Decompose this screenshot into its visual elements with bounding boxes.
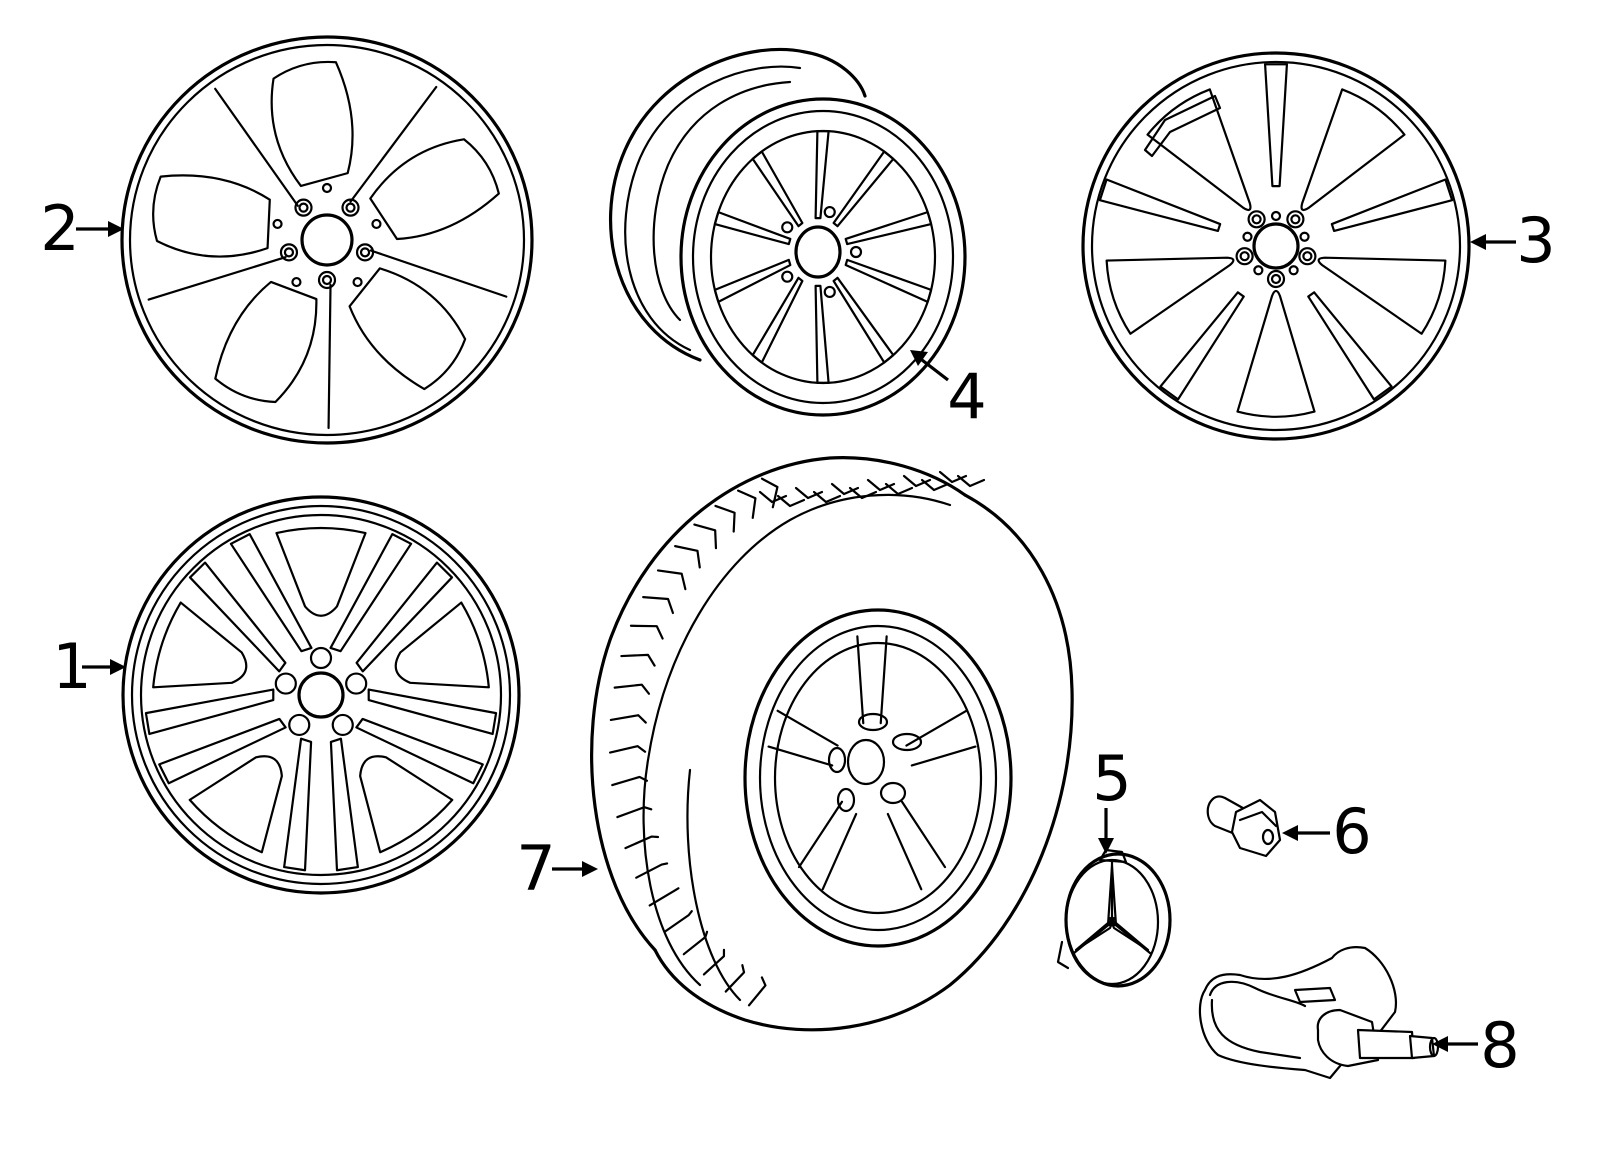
wheel-part-2: [120, 35, 534, 445]
callout-label-3: 3: [1516, 204, 1555, 277]
valve-part-6: [1206, 795, 1282, 858]
wheel-part-1: [121, 495, 521, 895]
callout-label-5: 5: [1092, 742, 1131, 815]
callout-label-8: 8: [1480, 1009, 1519, 1082]
callout-8: 8: [1432, 1009, 1520, 1082]
tire-part-7: [590, 456, 1074, 1032]
callout-4: 4: [910, 350, 987, 433]
callout-label-6: 6: [1332, 795, 1371, 868]
callout-label-2: 2: [40, 192, 79, 265]
callout-3: 3: [1470, 204, 1556, 277]
wheel-part-3: [1081, 51, 1471, 441]
callout-2: 2: [40, 192, 124, 265]
callout-6: 6: [1282, 795, 1372, 868]
callout-label-4: 4: [947, 360, 986, 433]
hub-cap-part-5: [1056, 848, 1172, 988]
tpms-sensor-part-8: [1198, 946, 1440, 1080]
callout-5: 5: [1092, 742, 1132, 854]
callout-7: 7: [516, 832, 598, 905]
callout-label-7: 7: [516, 832, 555, 905]
wheel-part-4: [609, 47, 967, 417]
callout-1: 1: [52, 630, 126, 703]
